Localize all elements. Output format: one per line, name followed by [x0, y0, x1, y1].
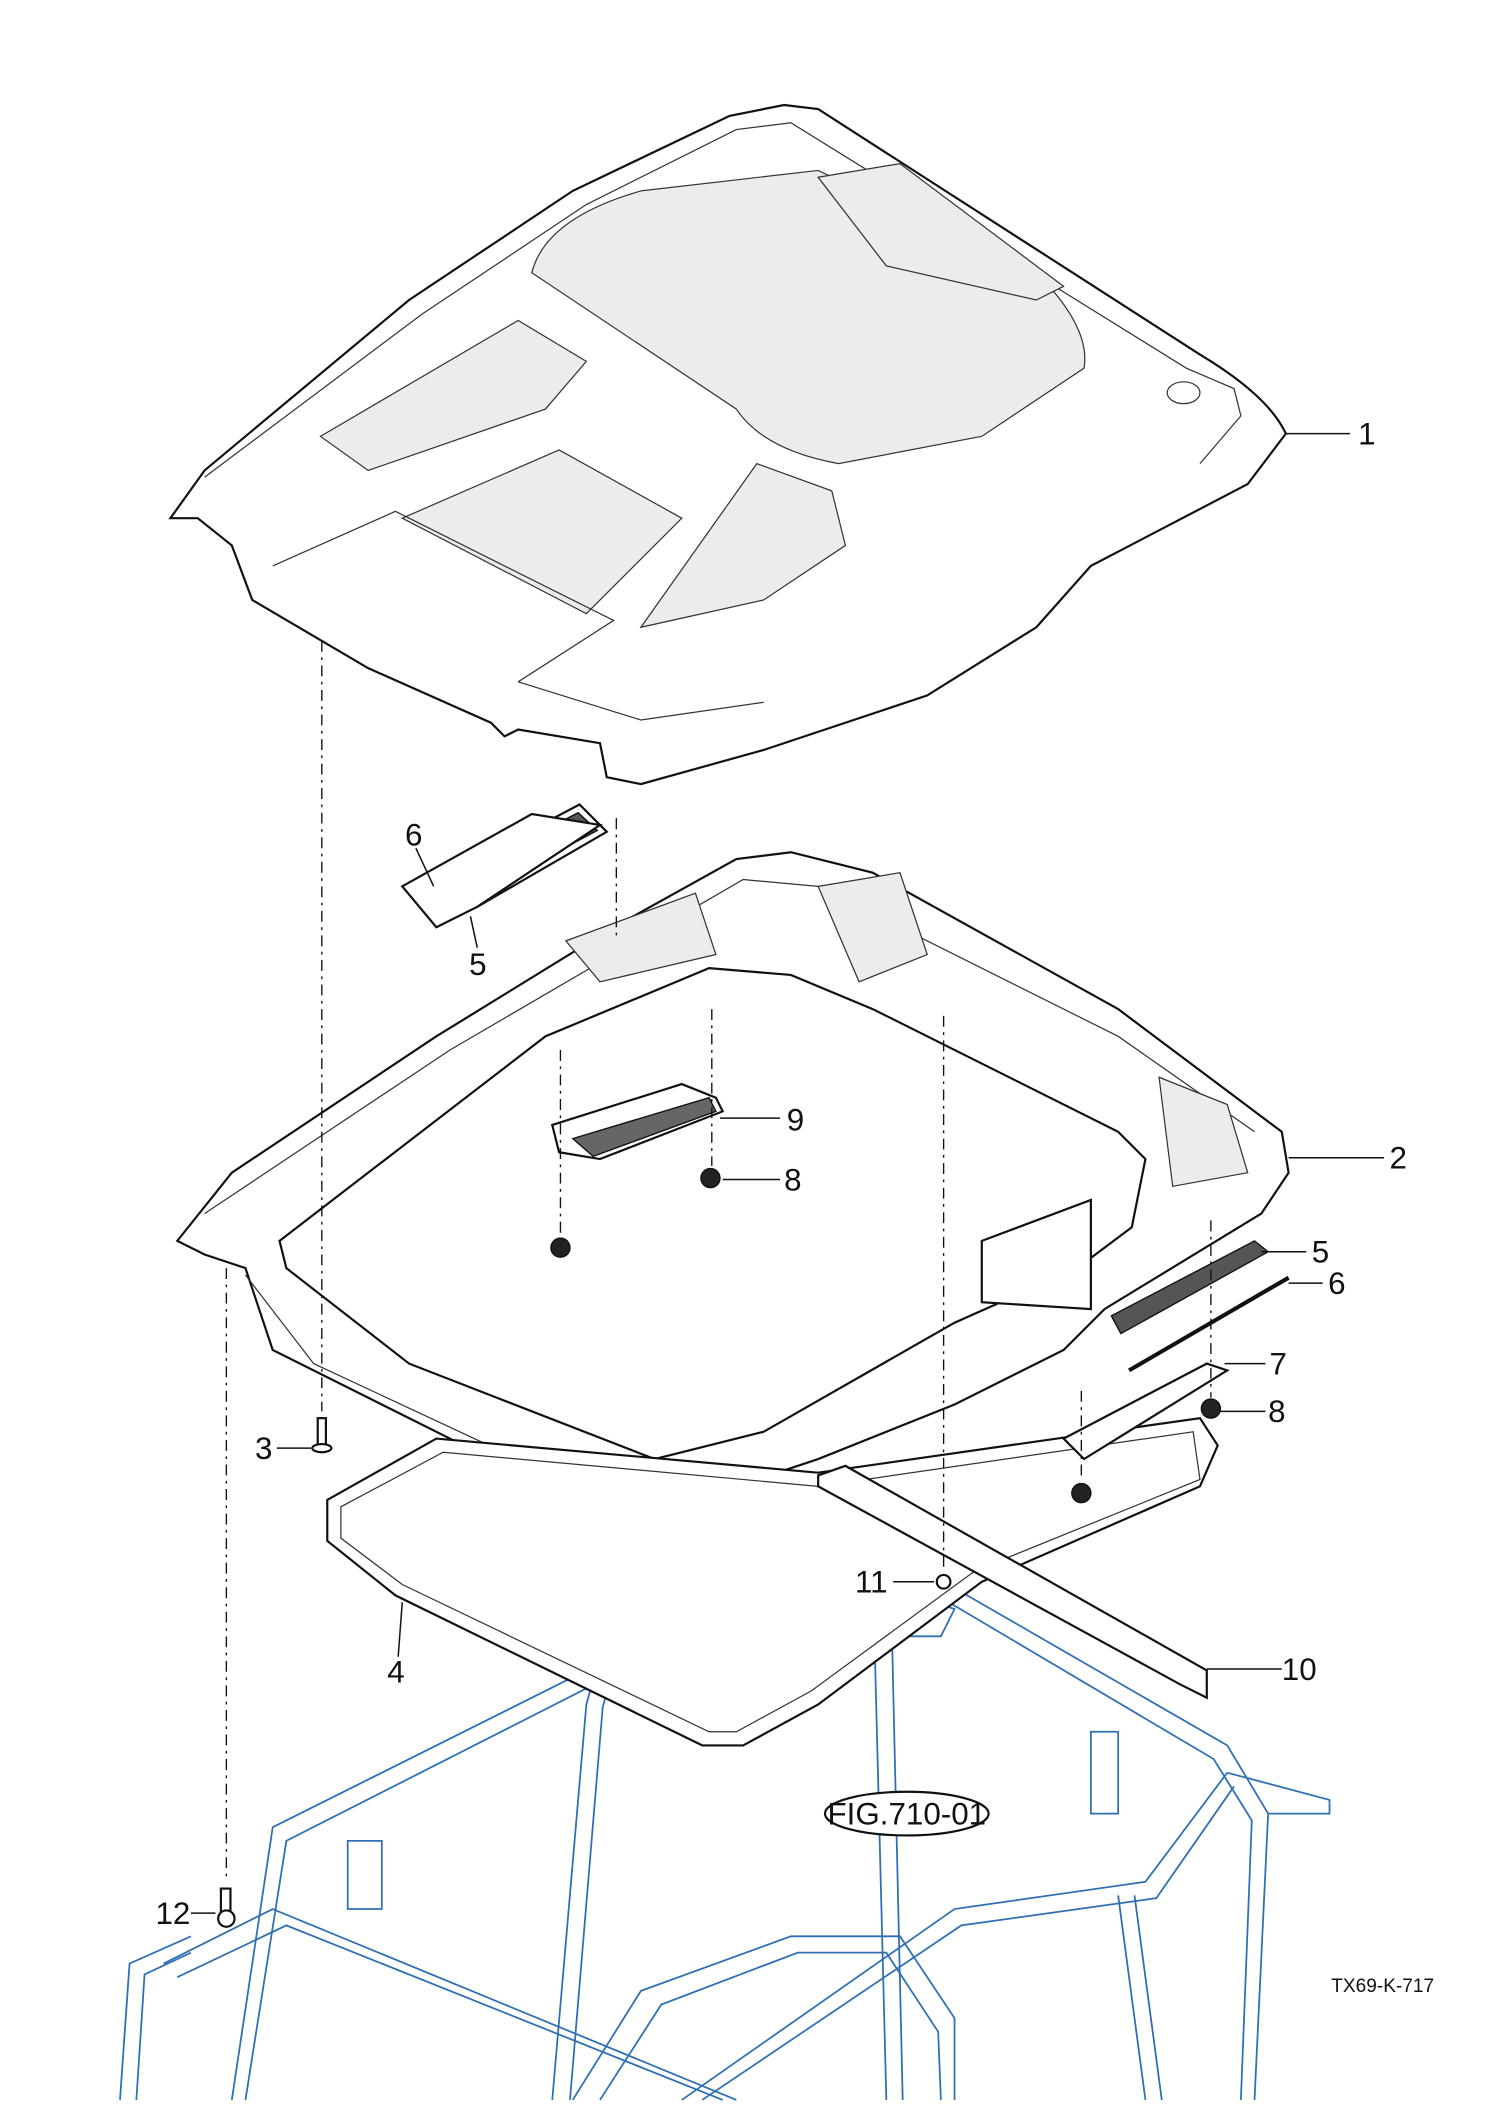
- callout-6-right: 6: [1328, 1266, 1345, 1301]
- part-3-screw: [311, 1417, 333, 1454]
- callout-4: 4: [387, 1655, 404, 1690]
- part-8-knob: [700, 1167, 721, 1189]
- callout-8-center: 8: [784, 1162, 801, 1197]
- callout-5-top: 5: [469, 947, 486, 982]
- part-4-seal-gasket: [326, 1416, 1219, 1747]
- callout-5-right: 5: [1312, 1235, 1329, 1270]
- part-8-knob: [1071, 1482, 1092, 1504]
- part-7-bracket: [1061, 1362, 1230, 1461]
- part-6-cover-right: [1128, 1275, 1290, 1373]
- figure-reference-link[interactable]: FIG.710-01: [823, 1790, 990, 1837]
- part-9-vent: [550, 1082, 725, 1161]
- callout-10: 10: [1282, 1652, 1317, 1687]
- part-8-knob: [1200, 1398, 1222, 1419]
- part-8-knob: [550, 1237, 571, 1258]
- part-10-bracket: [817, 1464, 1208, 1700]
- callout-6-top: 6: [405, 817, 422, 852]
- part-6-cover-top: [400, 812, 603, 929]
- part-11-nut: [935, 1573, 952, 1590]
- callout-8-right: 8: [1268, 1394, 1285, 1429]
- callout-7: 7: [1270, 1347, 1287, 1382]
- drawing-code: TX69-K-717: [1331, 1976, 1434, 1997]
- figure-reference-label[interactable]: FIG.710-01: [827, 1796, 986, 1831]
- callout-9: 9: [787, 1102, 804, 1137]
- callout-3: 3: [255, 1431, 272, 1466]
- part-2-roof-inner-liner: [175, 851, 1290, 1515]
- callout-12: 12: [155, 1896, 190, 1931]
- part-1-roof-top: [168, 103, 1288, 786]
- callout-11: 11: [855, 1565, 888, 1600]
- part-12-bolt: [217, 1887, 236, 1928]
- callout-1: 1: [1358, 417, 1375, 452]
- callout-2: 2: [1390, 1141, 1407, 1176]
